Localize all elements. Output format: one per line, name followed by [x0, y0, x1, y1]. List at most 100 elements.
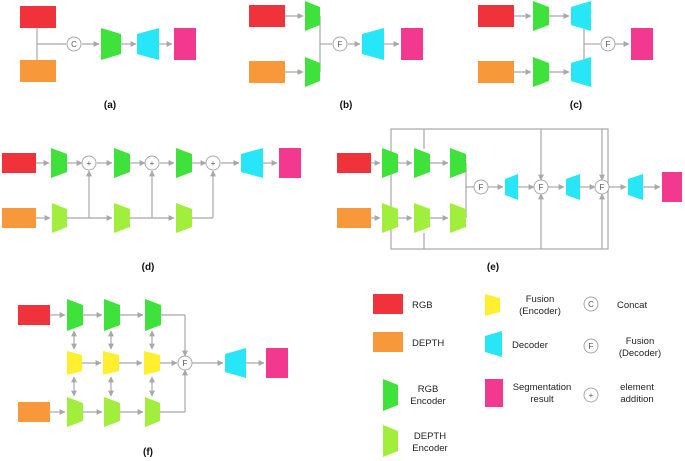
legend-depth: DEPTH	[373, 332, 444, 352]
panel-label-d: (d)	[142, 262, 155, 273]
svg-text:addition: addition	[620, 394, 653, 405]
legend: RGB DEPTH RGB Encoder DEPTH Encoder Fusi…	[373, 294, 661, 457]
svg-text:Fusion: Fusion	[526, 294, 555, 305]
decoder-block	[505, 174, 518, 200]
rgb-encoder-block	[382, 148, 398, 178]
rgb-encoder-block	[114, 148, 130, 178]
panel-label-e: (e)	[487, 262, 499, 273]
svg-text:F: F	[600, 183, 605, 192]
fusion-encoder-block	[103, 351, 119, 375]
svg-text:C: C	[71, 40, 77, 49]
svg-text:F: F	[183, 359, 188, 368]
legend-depth-encoder: DEPTH Encoder	[383, 425, 448, 457]
svg-text:Segmentation: Segmentation	[513, 382, 572, 393]
depth-block	[249, 61, 285, 83]
svg-text:(Decoder): (Decoder)	[619, 348, 661, 359]
svg-text:Encoder: Encoder	[410, 396, 445, 407]
svg-text:DEPTH: DEPTH	[412, 338, 444, 349]
segmentation-block	[279, 148, 301, 178]
depth-block	[478, 61, 514, 83]
segmentation-block	[631, 28, 653, 60]
rgb-encoder-block	[305, 1, 320, 31]
rgb-block	[478, 5, 514, 27]
rgb-encoder-block	[51, 148, 67, 178]
svg-text:+: +	[589, 391, 594, 400]
segmentation-block	[401, 28, 423, 60]
depth-encoder-block	[414, 203, 430, 233]
svg-text:+: +	[211, 159, 216, 168]
svg-text:Fusion: Fusion	[626, 336, 655, 347]
legend-rgb: RGB	[373, 294, 433, 314]
decoder-block	[137, 28, 159, 60]
segmentation-block	[174, 28, 196, 60]
svg-text:+: +	[87, 159, 92, 168]
depth-encoder-block	[305, 57, 320, 87]
depth-encoder-block	[450, 203, 466, 233]
panel-b: F (b)	[249, 1, 423, 111]
segmentation-block	[266, 348, 288, 378]
rgb-encoder-block	[414, 148, 430, 178]
fusion-symbol: F	[600, 36, 616, 52]
svg-text:Decoder: Decoder	[512, 340, 548, 351]
rgb-decoder-block	[571, 1, 591, 31]
depth-block	[2, 208, 36, 228]
add-symbol: +	[205, 155, 221, 171]
depth-encoder-block	[382, 203, 398, 233]
rgb-encoder-block	[67, 299, 83, 331]
decoder-block	[225, 348, 246, 378]
depth-encoder-block	[67, 397, 83, 427]
depth-decoder-block	[571, 57, 591, 87]
fusion-symbol: F	[533, 179, 549, 195]
depth-encoder-block	[145, 397, 160, 427]
rgb-block	[2, 153, 36, 173]
legend-rgb-encoder: RGB Encoder	[383, 379, 446, 411]
svg-text:DEPTH: DEPTH	[414, 431, 446, 442]
svg-text:F: F	[589, 342, 594, 351]
svg-text:F: F	[479, 183, 484, 192]
fusion-symbol: F	[332, 36, 348, 52]
svg-text:F: F	[338, 40, 343, 49]
segmentation-block	[662, 172, 682, 202]
panel-f: F (f)	[18, 299, 288, 458]
decoder-block	[241, 148, 263, 178]
svg-text:element: element	[620, 382, 654, 393]
fusion-symbol: F	[594, 179, 610, 195]
rgb-block	[337, 153, 371, 173]
panel-d: + + + (d)	[2, 148, 301, 273]
legend-element-addition: + element addition	[583, 382, 654, 405]
svg-text:C: C	[588, 300, 594, 309]
svg-text:result: result	[530, 394, 554, 405]
svg-text:RGB: RGB	[418, 384, 439, 395]
decoder-block	[566, 174, 580, 200]
svg-text:+: +	[150, 159, 155, 168]
panel-e: F F F (e)	[337, 128, 682, 273]
rgb-block	[249, 5, 285, 27]
panel-label-f: (f)	[143, 447, 153, 458]
legend-concat: C Concat	[583, 296, 647, 312]
concat-symbol: C	[66, 36, 82, 52]
fusion-symbol: F	[473, 179, 489, 195]
svg-text:F: F	[539, 183, 544, 192]
panel-a: C (a)	[20, 6, 196, 111]
depth-block	[18, 402, 50, 422]
add-symbol: +	[81, 155, 97, 171]
legend-decoder: Decoder	[485, 331, 548, 357]
rgb-encoder-block	[145, 299, 161, 331]
depth-encoder-block	[176, 203, 192, 233]
svg-text:Encoder: Encoder	[412, 443, 447, 454]
fusion-encoder-block	[144, 351, 160, 375]
depth-encoder-block	[533, 57, 549, 87]
panel-c: F (c)	[478, 1, 653, 111]
depth-encoder-block	[114, 203, 130, 233]
add-symbol: +	[144, 155, 160, 171]
decoder-block	[362, 28, 384, 60]
rgb-block	[18, 305, 50, 325]
panel-label-a: (a)	[104, 100, 116, 111]
legend-fusion-decoder: F Fusion (Decoder)	[583, 336, 661, 359]
rgb-encoder-block	[176, 148, 192, 178]
fusion-encoder-block	[67, 351, 82, 375]
depth-block	[20, 60, 56, 82]
legend-segmentation: Segmentation result	[485, 379, 571, 407]
panel-label-b: (b)	[340, 100, 353, 111]
